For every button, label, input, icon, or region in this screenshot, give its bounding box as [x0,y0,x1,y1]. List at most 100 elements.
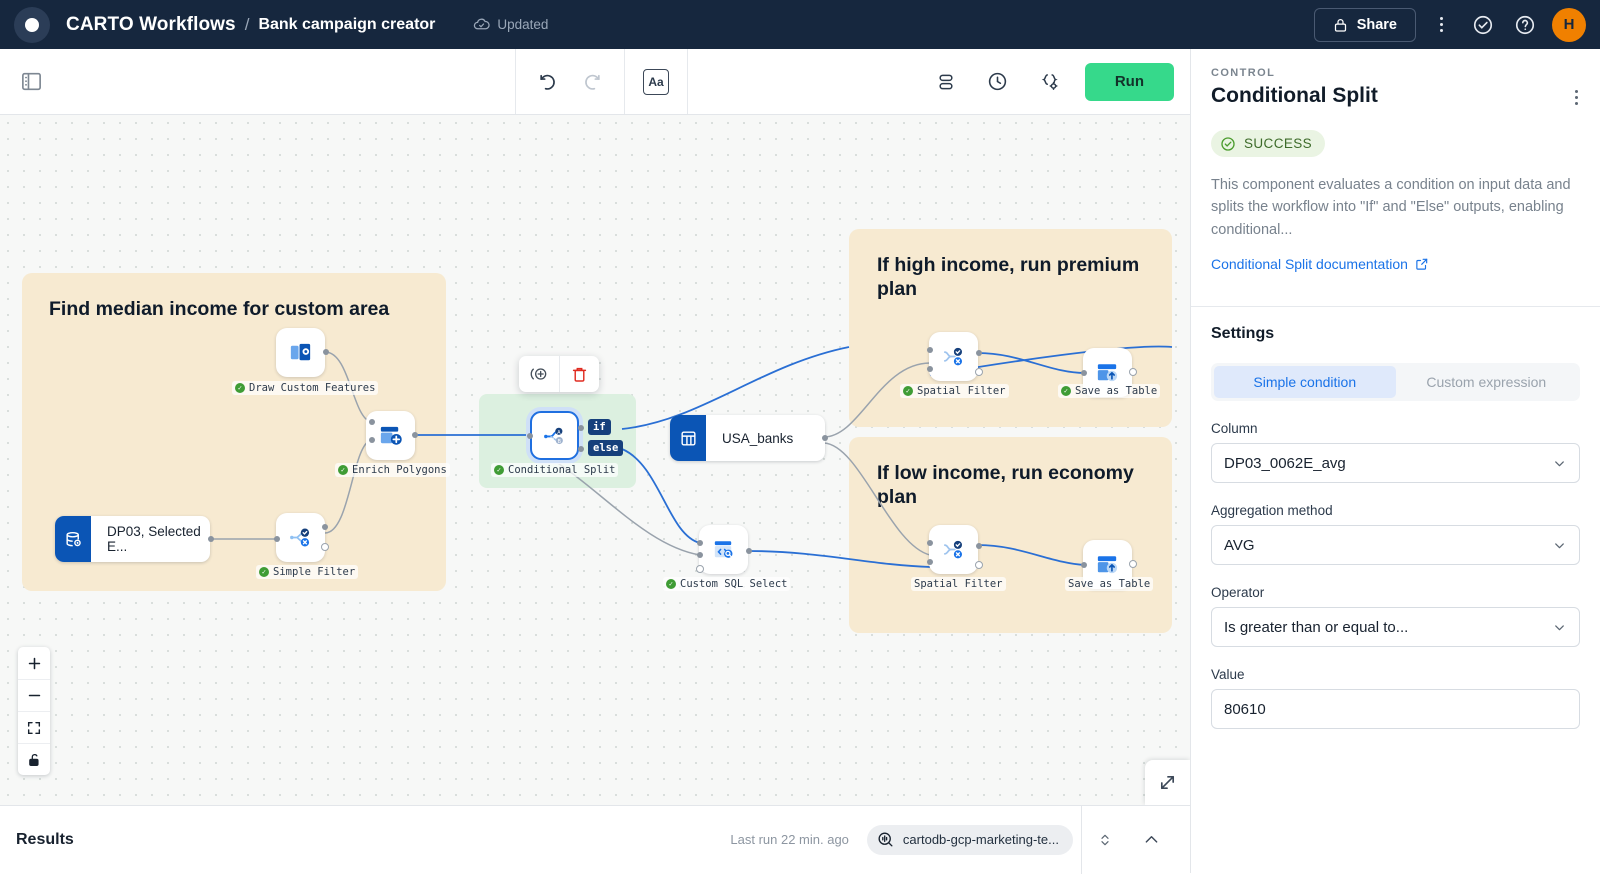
node-port[interactable] [927,347,933,353]
node-port[interactable] [321,543,329,551]
zoom-out-button[interactable] [18,679,50,711]
clock-history-icon [987,71,1008,92]
source-node-usa-banks[interactable]: USA_banks [670,415,825,461]
results-title[interactable]: Results [16,830,74,848]
user-avatar[interactable]: H [1552,7,1586,42]
node-port[interactable] [208,536,214,542]
run-button[interactable]: Run [1084,62,1174,101]
node-conditional-split[interactable]: A B [530,411,579,460]
node-port[interactable] [578,446,584,452]
node-enrich-polygons[interactable] [366,411,415,460]
workflow-canvas[interactable]: Find median income for custom area If hi… [0,115,1190,805]
node-port[interactable] [976,350,982,356]
panel-kicker: CONTROL [1211,67,1276,79]
cloud-check-icon [473,16,491,33]
node-port[interactable] [746,548,752,554]
sql-variables-icon [1039,71,1060,92]
text-annotation-icon: Aa [643,68,669,95]
results-expand-button[interactable] [1082,806,1128,873]
last-run-label: Last run 22 min. ago [730,832,849,847]
lock-canvas-button[interactable] [18,743,50,775]
port-pill-else[interactable]: else [588,440,624,456]
node-port[interactable] [696,565,704,573]
port-pill-if[interactable]: if [588,419,611,435]
app-title[interactable]: CARTO Workflows [66,13,236,35]
node-port[interactable] [369,437,375,443]
aggregation-method-label: Aggregation method [1211,503,1333,519]
panel-menu-button[interactable] [1575,84,1580,105]
status-success-icon: ✓ [494,465,504,475]
redo-button[interactable] [576,65,610,99]
node-port[interactable] [1129,368,1137,376]
save-as-table-icon [1094,551,1121,578]
add-annotation-button[interactable] [519,356,559,392]
node-custom-sql-select[interactable] [699,525,748,574]
condition-mode-tabs[interactable]: Simple condition Custom expression [1211,363,1580,402]
node-port[interactable] [976,543,982,549]
external-link-icon [1415,257,1429,271]
workflow-name[interactable]: Bank campaign creator [258,15,436,33]
node-port[interactable] [927,540,933,546]
help-button[interactable] [1508,8,1542,42]
node-port[interactable] [975,561,983,569]
undo-button[interactable] [530,65,564,99]
column-select[interactable]: DP03_0062E_avg [1211,443,1580,484]
node-simple-filter[interactable] [276,513,325,562]
node-port[interactable] [1081,562,1087,568]
node-port[interactable] [322,524,328,530]
zoom-in-button[interactable] [18,647,50,679]
carto-dot-logo-icon[interactable] [14,6,50,43]
connection-label: cartodb-gcp-marketing-te... [902,832,1059,847]
node-spatial-filter-high[interactable] [929,332,978,381]
tab-simple-condition[interactable]: Simple condition [1214,366,1396,399]
node-port[interactable] [412,432,418,438]
validate-button[interactable] [1466,8,1500,42]
operator-select[interactable]: Is greater than or equal to... [1211,607,1580,648]
node-port[interactable] [697,540,703,546]
delete-node-button[interactable] [559,356,599,392]
aggregation-method-select[interactable]: AVG [1211,525,1580,566]
group-if-low-income[interactable]: If low income, run economy plan [849,437,1172,633]
divider [1081,805,1082,874]
fit-view-button[interactable] [18,711,50,743]
text-annotation-button[interactable]: Aa [639,65,673,99]
expand-collapse-icon [1097,830,1113,850]
source-node-dp03[interactable]: DP03, Selected E... [55,516,210,562]
node-context-toolbar[interactable] [519,356,599,392]
node-port[interactable] [927,366,933,372]
aggregation-method-value: AVG [1224,536,1255,554]
panel-resize-handle[interactable] [1145,760,1190,805]
node-port[interactable] [1129,560,1137,568]
history-button[interactable] [981,65,1015,99]
node-port[interactable] [578,425,584,431]
node-port[interactable] [369,419,375,425]
canvas-zoom-controls[interactable] [18,647,50,775]
components-list-button[interactable] [929,65,963,99]
status-badge: SUCCESS [1211,130,1326,157]
node-draw-custom-features[interactable] [276,328,325,377]
node-port[interactable] [274,536,280,542]
node-port[interactable] [527,433,533,439]
results-collapse-button[interactable] [1128,806,1174,873]
lock-icon [1333,17,1348,33]
sql-variables-button[interactable] [1033,65,1067,99]
connection-chip[interactable]: cartodb-gcp-marketing-te... [866,824,1073,855]
tab-custom-expression[interactable]: Custom expression [1426,374,1547,391]
node-port[interactable] [697,552,703,558]
node-port[interactable] [975,368,983,376]
share-button[interactable]: Share [1313,7,1416,42]
node-port[interactable] [323,349,329,355]
node-port[interactable] [927,559,933,565]
node-label-conditional-split: ✓ Conditional Split [491,463,619,477]
documentation-link[interactable]: Conditional Split documentation [1211,256,1429,272]
node-spatial-filter-low[interactable] [929,525,978,574]
node-port[interactable] [1081,370,1087,376]
sidebar-toggle-button[interactable] [14,65,48,99]
add-annotation-icon [529,364,549,384]
top-more-button[interactable] [1424,8,1458,42]
node-port[interactable] [822,435,828,441]
breadcrumb-separator: / [244,14,250,34]
chevron-up-icon [1142,830,1161,849]
divider [1191,306,1600,308]
value-input[interactable]: 80610 [1211,689,1580,730]
